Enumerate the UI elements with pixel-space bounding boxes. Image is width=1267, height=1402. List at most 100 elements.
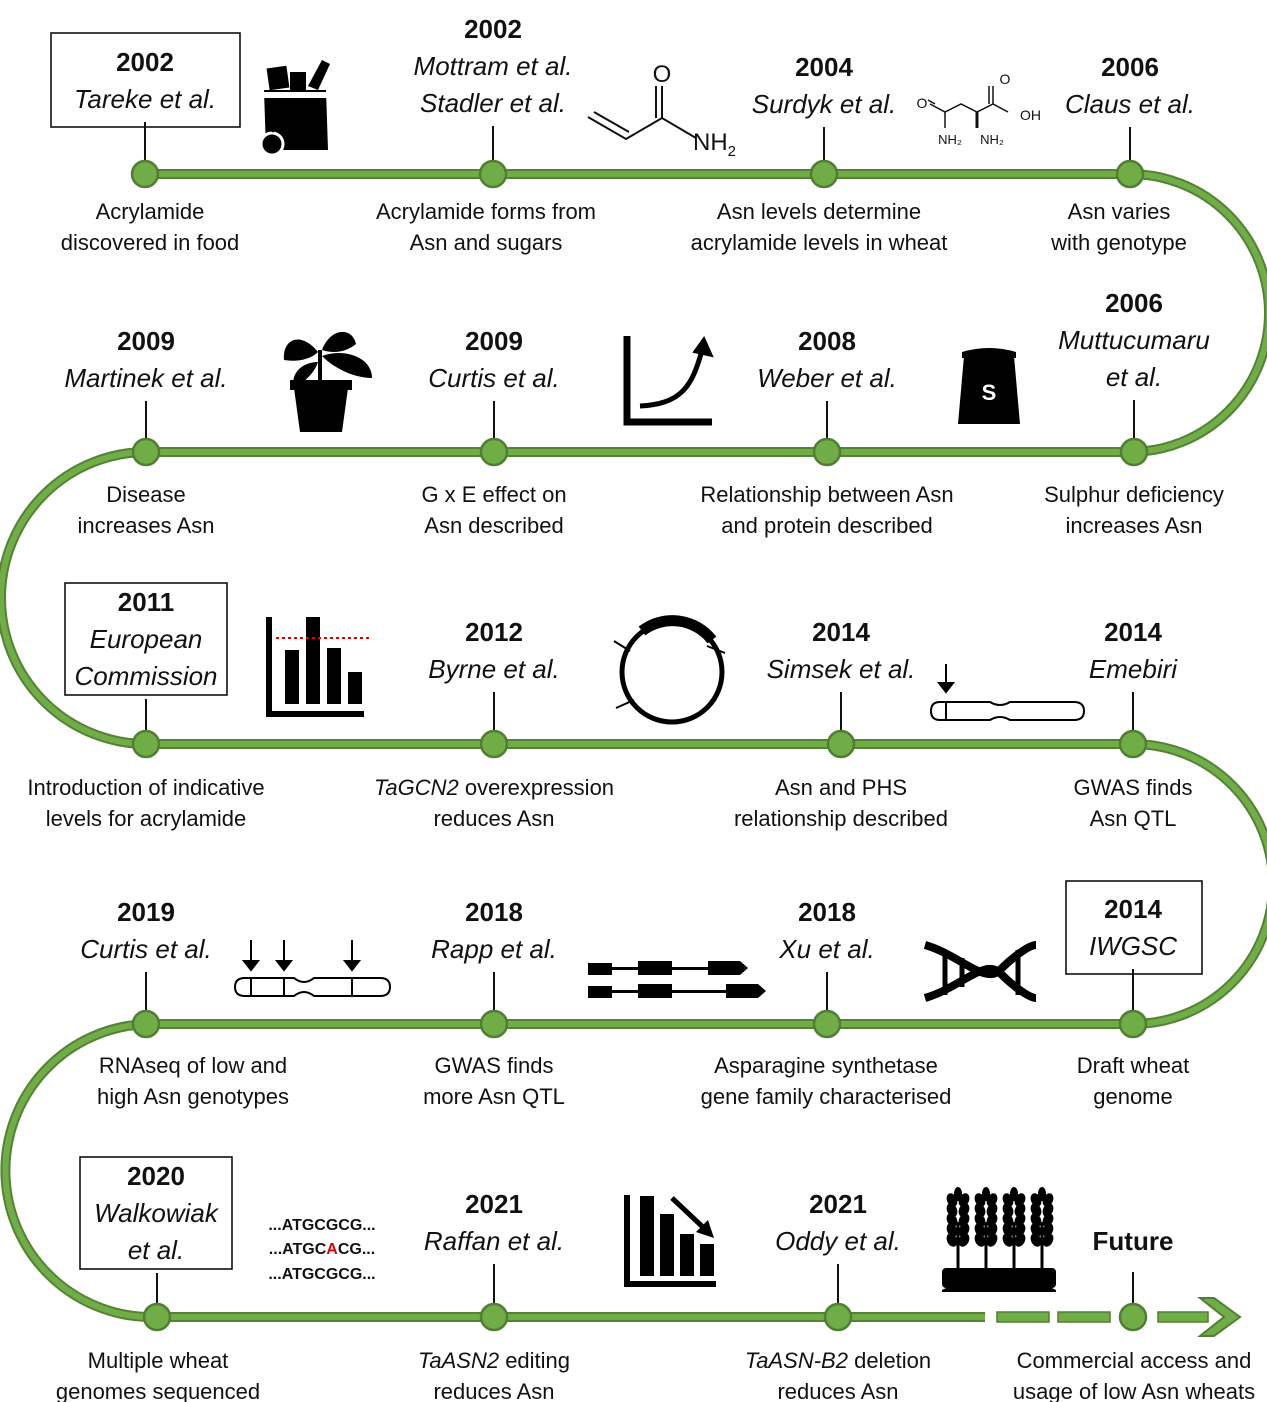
acrylamide-amine-label: NH2 — [693, 129, 736, 160]
event-year: 2018 — [465, 897, 523, 927]
gene-models-icon — [588, 961, 766, 998]
event-dot — [131, 437, 161, 467]
event-description: TaASN2 editing — [418, 1348, 570, 1373]
event-description: relationship described — [734, 806, 948, 831]
future-dash-1 — [996, 1311, 1050, 1323]
event-description: reduces Asn — [433, 806, 554, 831]
potted-plant-icon — [283, 331, 372, 432]
event-author: Simsek et al. — [767, 654, 916, 684]
event-description: GWAS finds — [435, 1053, 554, 1078]
event-author: et al. — [128, 1235, 184, 1265]
plasmid-icon — [613, 615, 726, 725]
asparagine-amine-a: NH₂ — [938, 132, 962, 147]
event-description: levels for acrylamide — [46, 806, 247, 831]
future-dash-3 — [1157, 1311, 1209, 1323]
event-year: 2021 — [809, 1189, 867, 1219]
event-year: 2018 — [798, 897, 856, 927]
event-description: GWAS finds — [1074, 775, 1193, 800]
event-description: discovered in food — [61, 230, 240, 255]
event-description: Asn QTL — [1090, 806, 1177, 831]
event-description: Asparagine synthetase — [714, 1053, 938, 1078]
event-description: G x E effect on — [421, 482, 566, 507]
event-description: and protein described — [721, 513, 933, 538]
future-dash-2 — [1057, 1311, 1111, 1323]
event-description: Acrylamide — [96, 199, 205, 224]
event-description: more Asn QTL — [423, 1084, 565, 1109]
event-year: 2002 — [116, 47, 174, 77]
wheat-field-icon — [942, 1187, 1056, 1292]
event-description: increases Asn — [78, 513, 215, 538]
event-description: Acrylamide forms from — [376, 199, 596, 224]
event-dot — [812, 1009, 842, 1039]
dna-helix-icon — [923, 941, 1037, 1002]
event-year: 2014 — [1104, 894, 1162, 924]
sulphur-bag-icon: S — [958, 348, 1020, 424]
event-description: Relationship between Asn — [700, 482, 953, 507]
event-dot — [130, 159, 160, 189]
event-dot — [1118, 1009, 1148, 1039]
event-dot — [479, 1009, 509, 1039]
event-description: reduces Asn — [777, 1379, 898, 1402]
highlight-box-walkowiak — [79, 1156, 233, 1270]
highlight-box-tareke — [50, 32, 241, 128]
sequence-line-2: ...ATGCACG... — [269, 1241, 375, 1258]
event-description: Multiple wheat — [88, 1348, 229, 1373]
asparagine-oxygen-right: O — [1000, 71, 1011, 87]
event-description: acrylamide levels in wheat — [691, 230, 948, 255]
event-description: Draft wheat — [1077, 1053, 1190, 1078]
event-year: 2019 — [117, 897, 175, 927]
asparagine-structure-icon — [927, 86, 1009, 128]
event-description: high Asn genotypes — [97, 1084, 289, 1109]
event-year: 2002 — [464, 14, 522, 44]
event-description: gene family characterised — [701, 1084, 952, 1109]
event-year: 2006 — [1105, 288, 1163, 318]
event-description: Asn and PHS — [775, 775, 907, 800]
event-author: Commission — [74, 661, 217, 691]
event-description: genomes sequenced — [56, 1379, 260, 1402]
event-author: Claus et al. — [1065, 89, 1195, 119]
event-year: 2012 — [465, 617, 523, 647]
event-description: RNAseq of low and — [99, 1053, 287, 1078]
event-description: increases Asn — [1066, 513, 1203, 538]
event-description: Asn and sugars — [410, 230, 563, 255]
sequence-edit-icon: ...ATGCGCG... ...ATGCACG... ...ATGCGCG..… — [268, 1217, 375, 1283]
event-author: Surdyk et al. — [752, 89, 897, 119]
event-description: Disease — [106, 482, 185, 507]
chromosome-single-marker-icon — [929, 664, 1086, 721]
chromosome-three-markers-icon — [233, 940, 392, 997]
event-author: IWGSC — [1089, 931, 1177, 961]
event-author: Xu et al. — [778, 934, 874, 964]
event-description: reduces Asn — [433, 1379, 554, 1402]
bar-chart-decrease-icon — [624, 1195, 716, 1287]
event-dot — [131, 729, 161, 759]
highlight-box-ec — [64, 582, 228, 696]
event-year: 2008 — [798, 326, 856, 356]
event-dot — [809, 159, 839, 189]
event-year: 2009 — [465, 326, 523, 356]
event-description: Asn described — [424, 513, 563, 538]
event-author: Emebiri — [1089, 654, 1178, 684]
event-author: Raffan et al. — [424, 1226, 564, 1256]
event-year: 2014 — [812, 617, 870, 647]
event-year: Future — [1093, 1226, 1174, 1256]
bar-chart-threshold-icon — [266, 617, 370, 717]
event-description: Asn varies — [1068, 199, 1171, 224]
event-author: Weber et al. — [757, 363, 897, 393]
event-author: Muttucumaru — [1058, 325, 1210, 355]
